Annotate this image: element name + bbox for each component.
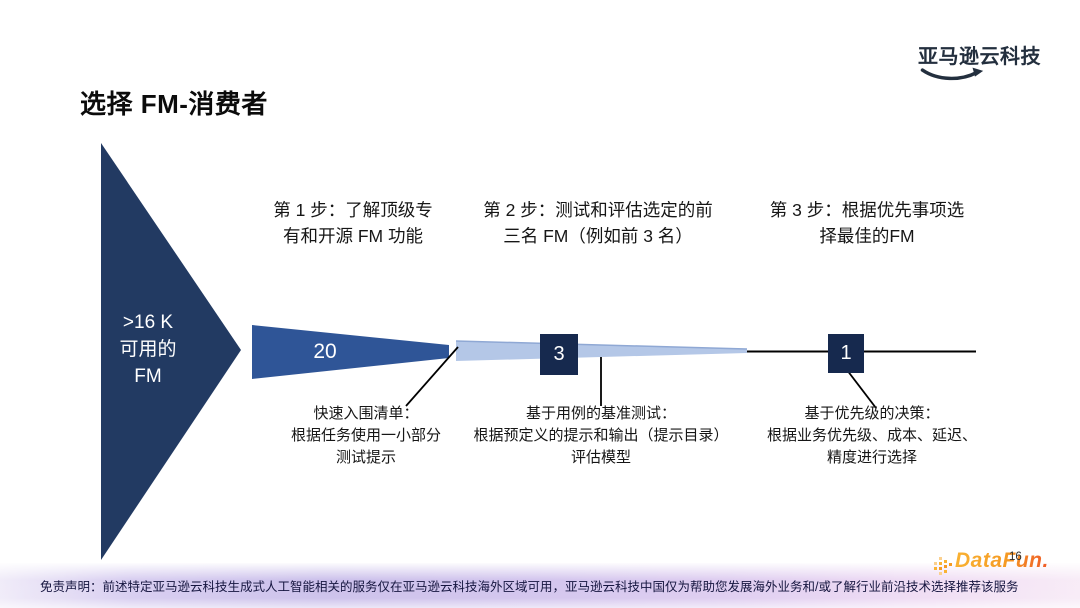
annotation-3-line-1: 基于优先级的决策：	[804, 405, 940, 422]
datafun-dots-icon	[934, 557, 952, 575]
amazon-smile-icon	[920, 67, 984, 81]
aws-logo-text: 亚马逊云科技	[918, 46, 1041, 68]
annotation-3-line-3: 精度进行选择	[826, 449, 917, 466]
funnel-source-line-3: FM	[134, 366, 162, 387]
funnel-stage3-value-box: 1	[828, 334, 864, 373]
annotation-1: 快速入围清单： 根据任务使用一小部分 测试提示	[268, 403, 464, 469]
step-3-line-1: 第 3 步：根据优先事项选	[769, 200, 965, 220]
step-1-label: 第 1 步：了解顶级专 有和开源 FM 功能	[252, 197, 454, 249]
annotation-2-line-2: 根据预定义的提示和输出（提示目录）	[473, 427, 729, 444]
step-3-line-2: 择最佳的FM	[819, 226, 915, 246]
funnel-stage2-taper	[456, 341, 747, 361]
datafun-logo: DataFun.	[933, 549, 1049, 578]
funnel-source-line-1: >16 K	[122, 312, 174, 333]
annotation-2: 基于用例的基准测试： 根据预定义的提示和输出（提示目录） 评估模型	[455, 403, 747, 469]
annotation-2-line-1: 基于用例的基准测试：	[525, 405, 676, 422]
leader-line-3	[846, 369, 877, 409]
step-1-line-2: 有和开源 FM 功能	[283, 226, 423, 246]
funnel-stage1-value: 20	[313, 340, 337, 363]
step-1-line-1: 第 1 步：了解顶级专	[273, 200, 433, 220]
annotation-1-line-3: 测试提示	[335, 449, 396, 466]
funnel-source-triangle	[101, 143, 241, 560]
funnel-stage1-trapezoid	[252, 325, 449, 379]
disclaimer-text: 免责声明：前述特定亚马逊云科技生成式人工智能相关的服务仅在亚马逊云科技海外区域可…	[40, 580, 1019, 594]
annotation-3: 基于优先级的决策： 根据业务优先级、成本、延迟、 精度进行选择	[744, 403, 1000, 469]
step-3-label: 第 3 步：根据优先事项选 择最佳的FM	[742, 197, 992, 249]
funnel-stage3-value: 1	[840, 342, 852, 364]
funnel-stage2-value-box: 3	[540, 334, 578, 375]
datafun-wordmark: DataFun.	[955, 549, 1049, 572]
annotation-3-line-2: 根据业务优先级、成本、延迟、	[766, 427, 977, 444]
step-2-line-2: 三名 FM（例如前 3 名）	[503, 226, 693, 246]
footer-disclaimer-bar: 免责声明：前述特定亚马逊云科技生成式人工智能相关的服务仅在亚马逊云科技海外区域可…	[0, 563, 1080, 608]
funnel-stage2-value: 3	[553, 343, 565, 365]
annotation-2-line-3: 评估模型	[570, 449, 631, 466]
page-number: 16	[1009, 551, 1022, 563]
step-2-label: 第 2 步：测试和评估选定的前 三名 FM（例如前 3 名）	[458, 197, 738, 249]
funnel-source-line-2: 可用的	[119, 339, 177, 360]
funnel-source-label: >16 K 可用的 FM	[98, 309, 198, 390]
leader-line-1	[405, 346, 459, 407]
step-2-line-1: 第 2 步：测试和评估选定的前	[483, 200, 713, 220]
annotation-1-line-2: 根据任务使用一小部分	[290, 427, 441, 444]
funnel-stage2-top-edge	[455, 340, 748, 350]
page-title: 选择 FM-消费者	[80, 89, 268, 119]
aws-logo: 亚马逊云科技	[918, 40, 1048, 83]
annotation-1-line-1: 快速入围清单：	[313, 405, 419, 422]
